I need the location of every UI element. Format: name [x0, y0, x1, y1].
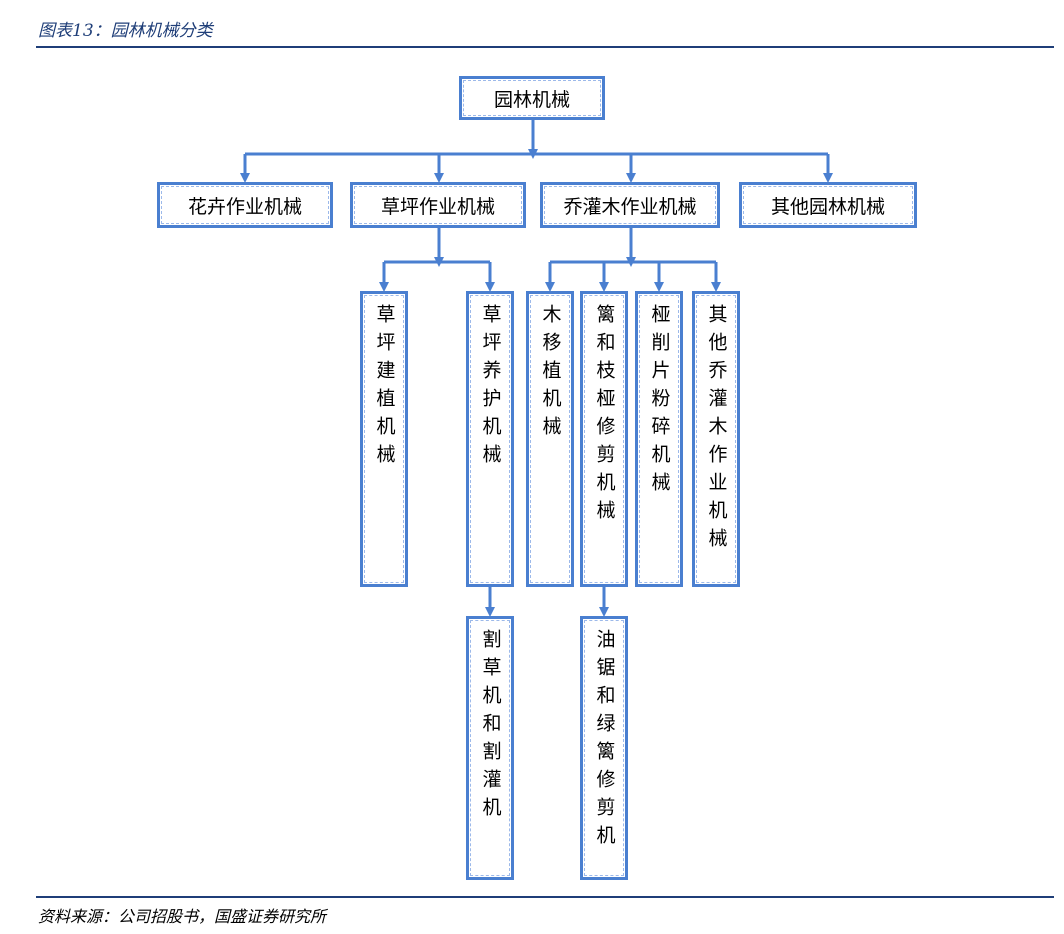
bottom-rule [36, 896, 1054, 898]
node-lawn-build: 草坪建植机械 [360, 291, 408, 587]
node-lawn-machinery-label: 草坪作业机械 [380, 195, 495, 218]
figure-caption: 图表13：园林机械分类 [38, 21, 213, 41]
node-flower-machinery: 花卉作业机械 [157, 182, 333, 228]
node-branch-chipper-label: 桠削片粉碎机械 [648, 304, 671, 500]
node-lawn-care-label: 草坪养护机械 [479, 304, 502, 472]
node-hedge-pruning-label: 篱和枝桠修剪机械 [593, 304, 616, 528]
node-chainsaw-label: 油锯和绿篱修剪机 [593, 629, 616, 853]
node-flower-machinery-label: 花卉作业机械 [187, 195, 302, 218]
node-tree-transplant: 木移植机械 [526, 291, 574, 587]
node-root: 园林机械 [459, 76, 605, 120]
node-branch-chipper: 桠削片粉碎机械 [635, 291, 683, 587]
node-other-shrub: 其他乔灌木作业机械 [692, 291, 740, 587]
node-hedge-pruning: 篱和枝桠修剪机械 [580, 291, 628, 587]
source-note: 资料来源：公司招股书，国盛证券研究所 [38, 907, 327, 926]
node-lawn-machinery: 草坪作业机械 [350, 182, 526, 228]
node-lawn-build-label: 草坪建植机械 [373, 304, 396, 472]
node-tree-transplant-label: 木移植机械 [539, 304, 562, 444]
node-lawn-care: 草坪养护机械 [466, 291, 514, 587]
node-other-shrub-label: 其他乔灌木作业机械 [705, 304, 728, 556]
node-other-garden-machinery-label: 其他园林机械 [770, 195, 885, 218]
top-rule [36, 46, 1054, 48]
node-chainsaw: 油锯和绿篱修剪机 [580, 616, 628, 880]
node-root-label: 园林机械 [493, 88, 570, 111]
node-mower-label: 割草机和割灌机 [479, 629, 502, 825]
node-shrub-machinery-label: 乔灌木作业机械 [563, 195, 697, 218]
node-shrub-machinery: 乔灌木作业机械 [540, 182, 720, 228]
node-other-garden-machinery: 其他园林机械 [739, 182, 917, 228]
node-mower: 割草机和割灌机 [466, 616, 514, 880]
